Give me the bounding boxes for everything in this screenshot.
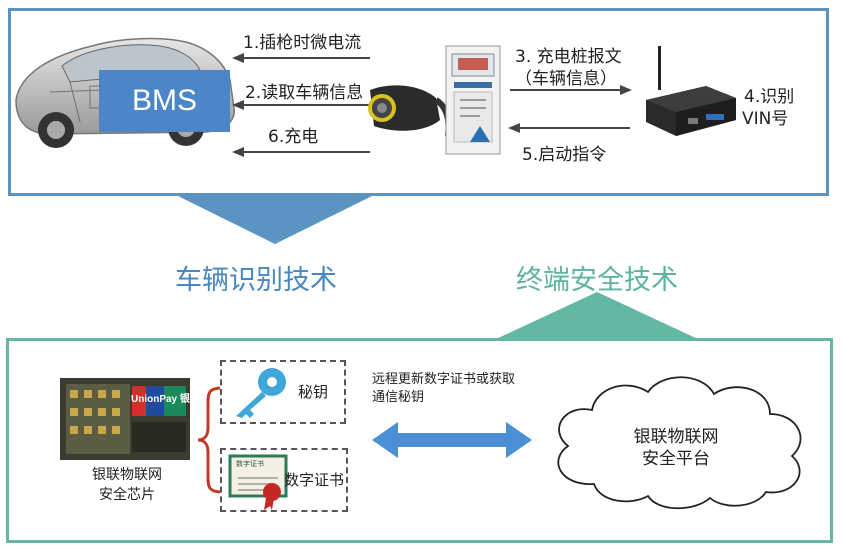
step-1-arrow xyxy=(232,53,370,63)
security-chip-label-line2: 安全芯片 xyxy=(99,487,155,503)
unionpay-logo-text: UnionPay 银联 xyxy=(131,394,200,405)
security-chip-image xyxy=(60,378,190,460)
step-6-label: 6.充电 xyxy=(268,127,319,147)
bms-label: BMS xyxy=(131,84,197,117)
red-bracket xyxy=(197,386,223,494)
step-2-arrow xyxy=(232,100,370,110)
step-4-label-line1: 4.识别 xyxy=(744,87,795,107)
cloud-label-line1: 银联物联网 xyxy=(633,427,719,447)
down-pointer xyxy=(178,196,372,244)
exchange-description-line2: 通信秘钥 xyxy=(372,390,425,405)
up-pointer xyxy=(494,292,700,340)
exchange-description: 远程更新数字证书或获取 通信秘钥 xyxy=(372,371,515,407)
step-6-arrow xyxy=(232,147,370,157)
digital-certificate-label: 数字证书 xyxy=(284,471,345,489)
step-5-arrow xyxy=(508,123,630,133)
certificate-inner-text: 数字证书 xyxy=(236,460,264,468)
step-4-label-line2: VIN号 xyxy=(742,109,789,129)
vehicle-identification-heading: 车辆识别技术 xyxy=(175,265,337,296)
step-3-label-line2: （车辆信息） xyxy=(515,69,617,89)
cloud-platform-label: 银联物联网 安全平台 xyxy=(606,426,746,470)
bidirectional-arrow xyxy=(372,422,532,458)
bms-box: BMS xyxy=(99,70,230,132)
step-5-label: 5.启动指令 xyxy=(522,145,607,165)
charging-pile-icon xyxy=(445,45,501,155)
step-2-label: 2.读取车辆信息 xyxy=(245,83,364,103)
key-icon xyxy=(236,368,286,418)
step-3-label-line1: 3. 充电桩报文 xyxy=(515,47,622,67)
cloud-label-line2: 安全平台 xyxy=(642,449,710,469)
security-chip-label: 银联物联网 安全芯片 xyxy=(82,465,172,505)
security-chip-label-line1: 银联物联网 xyxy=(92,467,162,483)
step-3-arrow xyxy=(510,85,632,95)
cloud-icon xyxy=(557,376,802,510)
exchange-description-line1: 远程更新数字证书或获取 xyxy=(372,372,516,387)
terminal-security-heading: 终端安全技术 xyxy=(516,265,678,296)
certificate-icon xyxy=(228,454,288,510)
step-1-label: 1.插枪时微电流 xyxy=(243,33,362,53)
secret-key-label: 秘钥 xyxy=(298,383,329,401)
terminal-device-icon xyxy=(646,46,736,136)
